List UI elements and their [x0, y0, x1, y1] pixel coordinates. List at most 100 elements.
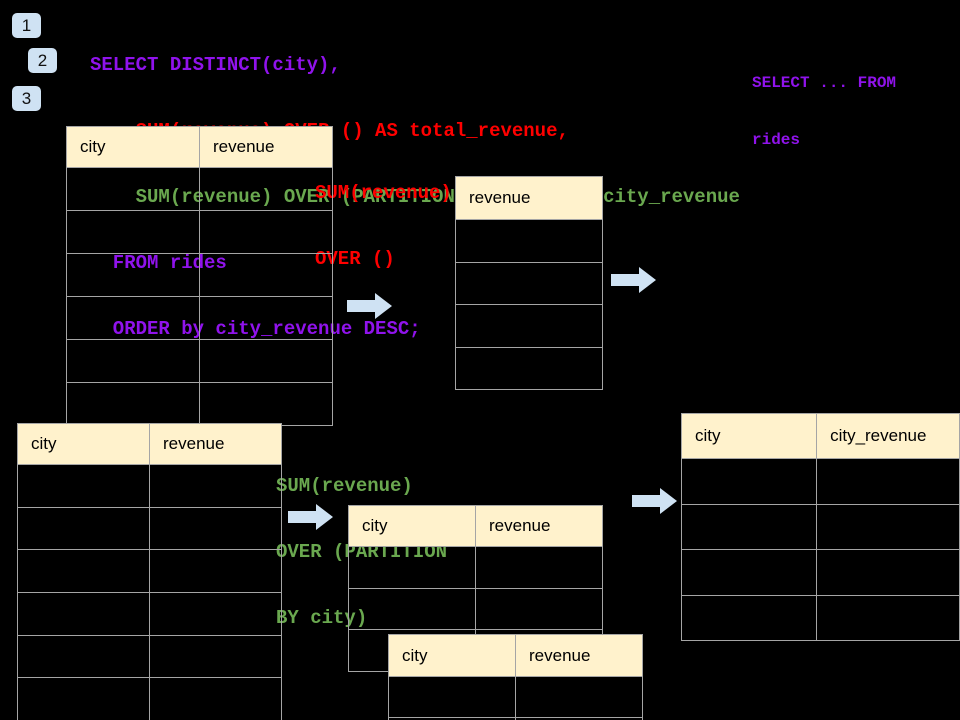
empty-cell — [455, 346, 603, 390]
side-note-line-2: rides — [752, 131, 801, 149]
table-row — [388, 676, 643, 718]
step-badge-3: 3 — [12, 86, 41, 111]
column-header-city: city — [66, 126, 200, 168]
empty-cell — [66, 382, 200, 426]
column-header-city_revenue: city_revenue — [816, 413, 960, 459]
table-row — [66, 296, 333, 340]
empty-cell — [816, 594, 960, 641]
table-row — [348, 587, 603, 631]
empty-cell — [149, 634, 282, 679]
table-row — [17, 592, 282, 636]
empty-cell — [149, 677, 282, 720]
partition-label-line-1: SUM(revenue) — [276, 475, 413, 497]
table-row — [680, 549, 960, 596]
empty-cell — [348, 546, 476, 589]
table-row — [17, 677, 282, 720]
table-row — [455, 261, 603, 305]
empty-cell — [66, 210, 200, 254]
empty-cell — [199, 382, 333, 426]
empty-cell — [66, 296, 200, 340]
table-row — [17, 506, 282, 551]
empty-cell — [515, 717, 643, 720]
flow-arrow-1 — [347, 293, 392, 319]
empty-cell — [17, 464, 150, 508]
table-row — [66, 253, 333, 297]
empty-cell — [388, 676, 516, 718]
empty-cell — [680, 549, 818, 596]
empty-cell — [680, 458, 818, 505]
table-row — [348, 546, 603, 589]
empty-cell — [199, 296, 333, 340]
right-arrow-icon — [611, 267, 656, 293]
empty-cell — [455, 219, 603, 263]
empty-cell — [680, 594, 818, 641]
table-row — [680, 503, 960, 550]
right-arrow-icon — [632, 488, 677, 514]
table-row — [17, 634, 282, 679]
table-row — [17, 549, 282, 594]
table-total-revenue-result: revenue — [455, 176, 603, 390]
step-badge-2: 2 — [28, 48, 57, 73]
empty-cell — [199, 167, 333, 211]
empty-cell — [66, 167, 200, 211]
empty-cell — [17, 506, 150, 551]
empty-cell — [149, 549, 282, 594]
empty-cell — [475, 587, 603, 631]
total-revenue-label-line-2: OVER () — [315, 248, 395, 270]
empty-cell — [455, 261, 603, 305]
table-row — [66, 167, 333, 211]
empty-cell — [455, 304, 603, 348]
column-header-city: city — [388, 634, 516, 677]
empty-cell — [199, 210, 333, 254]
empty-cell — [475, 546, 603, 589]
column-header-revenue: revenue — [455, 176, 603, 220]
table-row — [66, 382, 333, 426]
column-header-revenue: revenue — [515, 634, 643, 677]
empty-cell — [17, 634, 150, 679]
table-row — [388, 717, 643, 720]
empty-cell — [66, 253, 200, 297]
empty-cell — [149, 506, 282, 551]
empty-cell — [149, 464, 282, 508]
empty-cell — [515, 676, 643, 718]
table-row — [455, 346, 603, 390]
empty-cell — [348, 587, 476, 631]
flow-arrow-2 — [611, 267, 656, 293]
empty-cell — [17, 677, 150, 720]
empty-cell — [816, 503, 960, 550]
side-note-line-1: SELECT ... FROM — [752, 74, 897, 92]
column-header-city: city — [17, 423, 150, 465]
empty-cell — [816, 458, 960, 505]
empty-cell — [66, 339, 200, 383]
step-badge-1: 1 — [12, 13, 41, 38]
column-header-city: city — [348, 505, 476, 547]
right-arrow-icon — [347, 293, 392, 319]
column-header-revenue: revenue — [149, 423, 282, 465]
table-row — [455, 304, 603, 348]
table-row — [17, 464, 282, 508]
empty-cell — [199, 339, 333, 383]
table-row — [66, 339, 333, 383]
table-grid: revenue — [455, 176, 603, 390]
empty-cell — [17, 549, 150, 594]
empty-cell — [149, 592, 282, 636]
column-header-revenue: revenue — [475, 505, 603, 547]
column-header-city: city — [680, 413, 818, 459]
side-note: SELECT ... FROM rides — [752, 36, 896, 169]
total-revenue-label: SUM(revenue) OVER () — [315, 138, 452, 292]
table-row — [680, 458, 960, 505]
flow-arrow-3 — [288, 504, 333, 530]
total-revenue-label-line-1: SUM(revenue) — [315, 182, 452, 204]
table-row — [455, 219, 603, 263]
code-line-select: SELECT DISTINCT(city), — [90, 54, 341, 76]
empty-cell — [816, 549, 960, 596]
column-header-revenue: revenue — [199, 126, 333, 168]
right-arrow-icon — [288, 504, 333, 530]
